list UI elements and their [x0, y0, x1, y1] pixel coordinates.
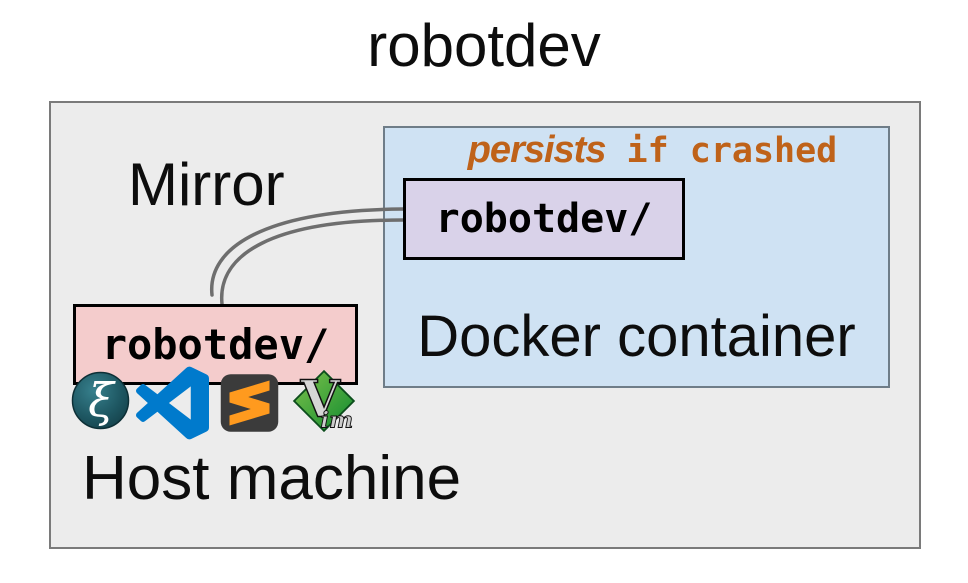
persists-note-emphasis: persists [467, 129, 607, 171]
docker-folder-box: robotdev/ [403, 178, 685, 260]
vim-icon: V im [291, 369, 357, 433]
emacs-icon: ξ [71, 371, 130, 430]
vscode-icon [136, 366, 209, 440]
persists-note: persists if crashed [415, 129, 890, 172]
svg-text:V: V [300, 369, 342, 428]
persists-note-rest: if crashed [605, 131, 838, 171]
svg-text:ξ: ξ [88, 375, 116, 429]
page-title: robotdev [367, 12, 601, 79]
docker-container-label: Docker container [417, 304, 856, 369]
host-folder-label: robotdev/ [101, 320, 330, 369]
svg-text:im: im [321, 408, 354, 433]
host-machine-label: Host machine [82, 444, 462, 513]
docker-folder-label: robotdev/ [435, 196, 653, 242]
sublime-text-icon [219, 373, 280, 433]
mirror-label: Mirror [128, 151, 285, 218]
host-folder-box: robotdev/ [73, 304, 358, 385]
